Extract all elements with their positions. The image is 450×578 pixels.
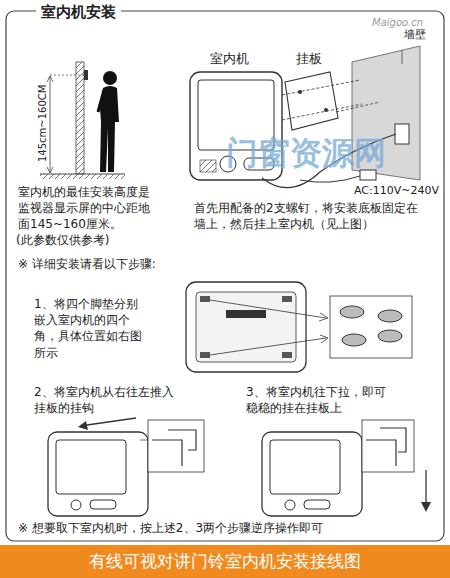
watermark: 门窗资源网 (226, 132, 386, 175)
part-name: 室内机 (210, 50, 249, 68)
step-text: 3、将室内机往下拉，即可稳稳的挂在挂板上 (246, 384, 396, 416)
part-name: 墙壁 (404, 28, 426, 43)
note-text: ※ 详细安装请看以下步骤: (18, 256, 156, 272)
step-text: 1、将四个脚垫分别嵌入室内机的四个角，具体位置如右图所示 (34, 296, 144, 361)
note-text: 室内机的最佳安装高度是监视器显示屏的中心距地面145~160厘米。 (18, 184, 150, 233)
step-text: 2、将室内机从右往左推入挂板的挂钩 (34, 384, 174, 416)
title: 室内机安装 (36, 2, 121, 22)
part-name: 挂板 (296, 50, 322, 68)
watermark: Maigoo.cn (372, 16, 423, 30)
dimension: 145cm~160CM (36, 85, 50, 162)
note-text: (此参数仅供参考) (16, 232, 109, 248)
voltage-label: AC:110V~240V (354, 184, 439, 199)
caption: 有线可视对讲门铃室内机安装接线图 (0, 545, 450, 578)
note-text: 首先用配备的2支螺钉，将安装底板固定在墙上，然后挂上室内机（见上图） (194, 200, 426, 232)
note-text: ※ 想要取下室内机时，按上述2、3两个步骤逆序操作即可 (18, 520, 323, 536)
